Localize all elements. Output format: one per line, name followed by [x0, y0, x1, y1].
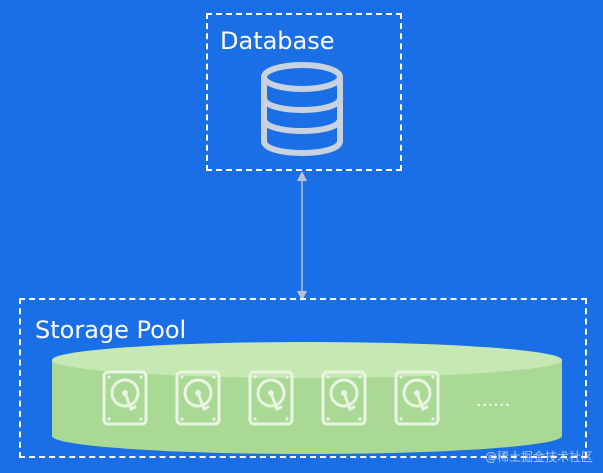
storage-pool-label: Storage Pool — [35, 316, 187, 344]
database-icon — [261, 62, 343, 156]
hard-disk-icon — [175, 370, 221, 426]
hard-disk-icon — [321, 370, 367, 426]
hard-disk-icon — [248, 370, 294, 426]
watermark: @稀土掘金技术社区 — [484, 450, 593, 464]
database-box: Database — [206, 13, 402, 171]
hard-disk-icon — [394, 370, 440, 426]
storage-pool-box: Storage Pool ...... — [19, 298, 587, 458]
more-disks-ellipsis: ...... — [476, 390, 510, 411]
storage-pool-cylinder: ...... — [52, 342, 562, 454]
database-label: Database — [220, 27, 335, 55]
hard-disk-icon — [102, 370, 148, 426]
